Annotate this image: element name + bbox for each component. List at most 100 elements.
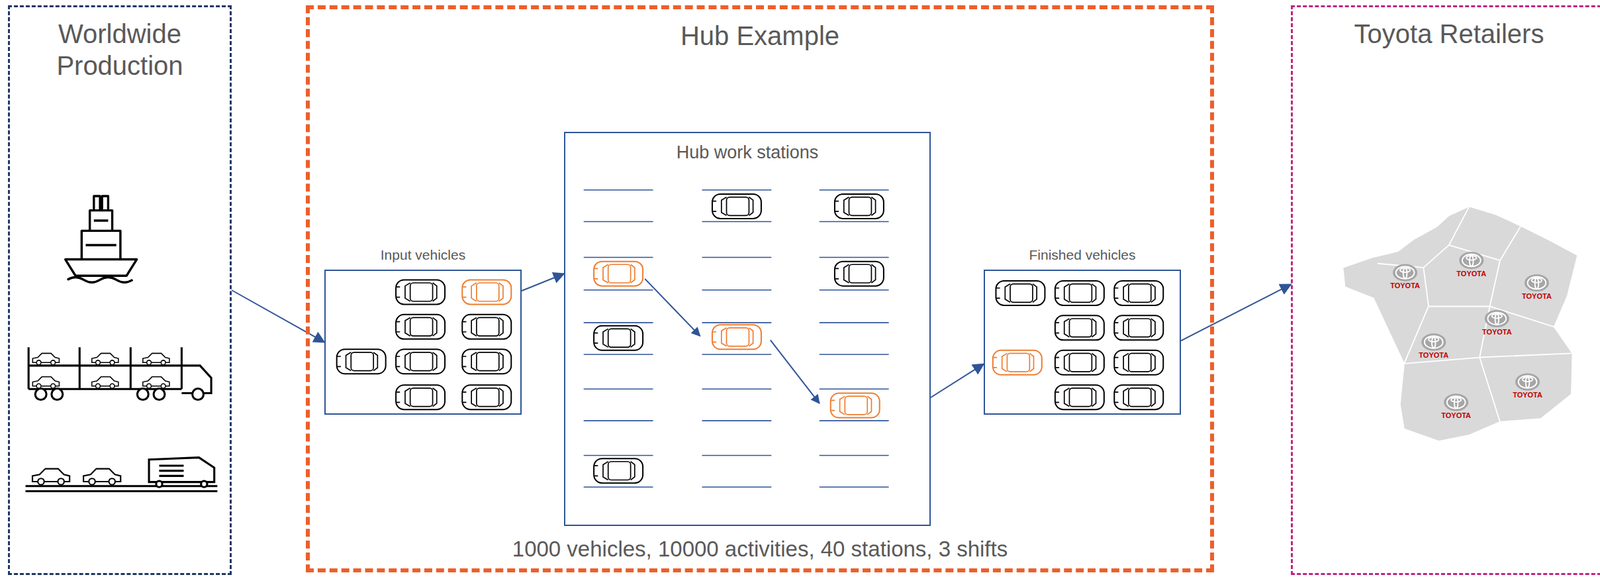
carried-car <box>83 468 121 485</box>
toyota-logo <box>1392 264 1418 282</box>
region-box: Worldwide Production <box>7 5 232 575</box>
toyota-logo <box>1443 393 1469 411</box>
station-line <box>583 256 654 259</box>
vehicle-icon <box>1055 315 1105 340</box>
station-line <box>583 289 654 291</box>
station-line <box>819 419 890 422</box>
carried-car <box>32 376 59 388</box>
box-title: Hub work stations <box>565 133 930 163</box>
toyota-logo <box>1515 372 1540 390</box>
carried-car <box>92 352 119 365</box>
station-line <box>702 454 772 457</box>
station-line <box>819 353 890 355</box>
vehicle-icon <box>395 279 445 304</box>
vehicle-icon <box>395 348 445 374</box>
vehicle-icon <box>1055 350 1105 375</box>
toyota-logo <box>1484 309 1510 328</box>
toyota-logos <box>1392 251 1550 411</box>
station-line <box>702 256 772 259</box>
train-cars <box>32 468 121 485</box>
vehicle-icon <box>995 280 1045 306</box>
truck-cars <box>32 352 170 388</box>
station-lines <box>583 189 890 488</box>
box-title: Hub Example <box>309 9 1211 52</box>
brand-label: TOYOTA <box>1418 350 1449 359</box>
area-box: Input vehicles <box>324 269 522 415</box>
station-line <box>583 221 654 223</box>
vehicle-icon <box>1114 280 1164 306</box>
flow-connector <box>521 273 565 291</box>
carried-car <box>32 468 70 485</box>
brand-label: TOYOTA <box>1390 281 1420 290</box>
brand-label: TOYOTA <box>1482 327 1512 336</box>
toyota-logo <box>1524 274 1550 292</box>
box-caption: 1000 vehicles, 10000 activities, 40 stat… <box>309 536 1211 562</box>
station-line <box>583 353 654 355</box>
flow-connector <box>1180 283 1291 341</box>
station-line <box>702 353 772 355</box>
station-line <box>819 388 890 390</box>
station-line <box>702 289 772 291</box>
tracked-vehicle <box>462 279 512 304</box>
vehicle-icon <box>834 261 884 286</box>
tracked-vehicle <box>830 392 880 418</box>
carried-car <box>142 352 170 365</box>
station-line <box>819 256 890 259</box>
station-line <box>702 321 772 324</box>
station-line <box>583 388 654 390</box>
station-line <box>702 486 772 488</box>
vehicle-icon <box>1114 350 1164 375</box>
vehicle-icon <box>1055 384 1105 410</box>
toyota-logo <box>1421 332 1446 351</box>
vehicle-icon <box>593 325 643 351</box>
toyota-logo <box>1458 251 1484 269</box>
truck-icon <box>28 346 212 400</box>
vehicle-icon <box>336 348 386 374</box>
vehicle-icon <box>1114 384 1164 410</box>
vehicle-icon <box>462 314 512 339</box>
vehicle-icon <box>1055 280 1105 306</box>
tracked-vehicle <box>992 350 1042 375</box>
station-line <box>702 388 772 390</box>
station-line <box>583 419 654 422</box>
station-line <box>583 321 654 324</box>
brand-label: TOYOTA <box>1441 411 1471 420</box>
vehicle-icon <box>462 348 512 374</box>
region-borders <box>1377 205 1572 422</box>
area-box: Hub work stations <box>564 131 931 526</box>
flow-connector <box>930 363 984 398</box>
station-line <box>583 454 654 457</box>
vehicle-icon <box>593 458 643 483</box>
carried-car <box>32 352 59 365</box>
flow-arrows <box>644 278 820 404</box>
brand-label: TOYOTA <box>1521 291 1552 300</box>
station-line <box>819 321 890 324</box>
vehicle-icons <box>336 193 1164 483</box>
vehicle-icon <box>395 384 445 410</box>
brand-label: TOYOTA <box>1456 269 1487 278</box>
vehicle-icon <box>395 314 445 339</box>
france-map <box>1343 205 1579 441</box>
station-line <box>702 419 772 422</box>
station-line <box>819 289 890 291</box>
station-line <box>702 221 772 223</box>
station-line <box>583 486 654 488</box>
region-box: Toyota Retailers <box>1290 5 1600 575</box>
brand-label: TOYOTA <box>1512 390 1543 399</box>
box-title: Toyota Retailers <box>1292 7 1600 50</box>
train-icon <box>25 457 218 492</box>
vehicle-icon <box>834 193 884 219</box>
flow-connector <box>231 289 325 343</box>
station-line <box>702 189 772 191</box>
station-line <box>819 454 890 457</box>
carried-car <box>142 376 170 388</box>
station-line <box>819 486 890 488</box>
box-title: Worldwide Production <box>9 7 230 82</box>
box-title: Input vehicles <box>312 246 534 263</box>
tracked-vehicle <box>593 261 643 286</box>
vehicle-icon <box>712 193 762 219</box>
box-title: Finished vehicles <box>971 246 1193 263</box>
hub-box: Hub Example 1000 vehicles, 10000 activiti… <box>305 5 1215 572</box>
